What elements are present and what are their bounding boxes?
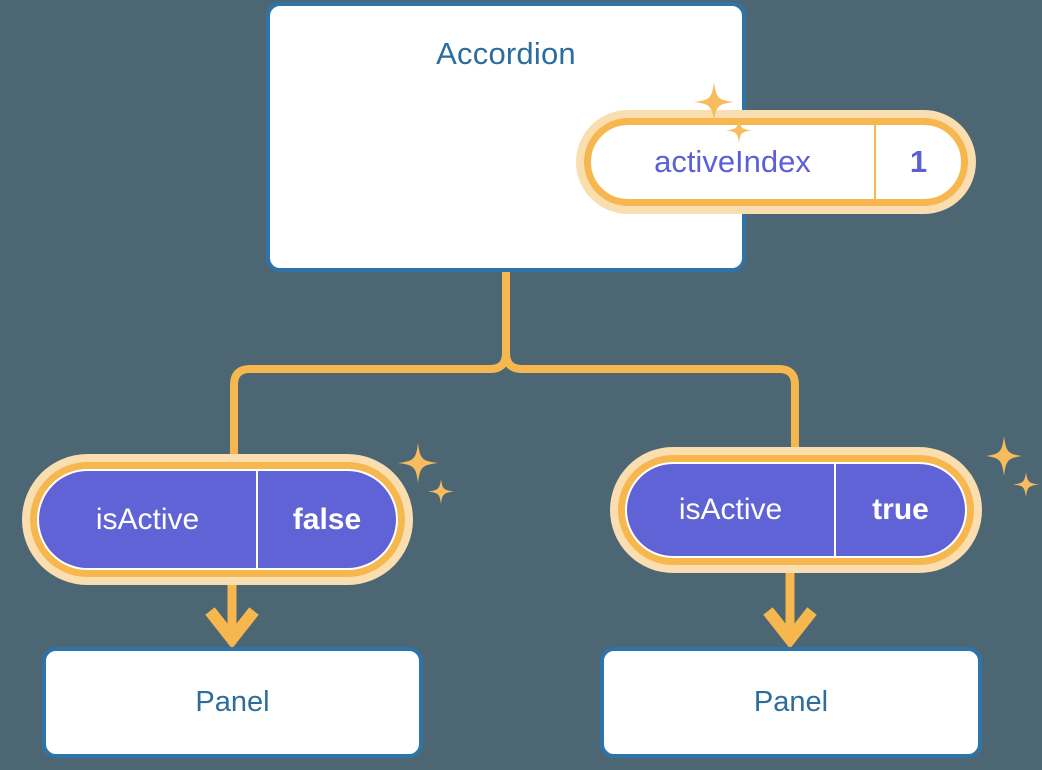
prop-pill-is-active-false[interactable]: isActive false — [30, 462, 405, 577]
state-value-label: 1 — [909, 144, 928, 179]
prop-key-label: isActive — [627, 464, 836, 556]
arrow-down-icon-right — [763, 565, 817, 649]
arrow-down-icon-left — [205, 577, 259, 649]
component-title-panel-right: Panel — [753, 686, 829, 718]
sparkle-icon-left — [398, 443, 454, 504]
connector-branch-right — [502, 352, 799, 455]
prop-key-label: isActive — [39, 471, 258, 568]
component-card-panel-left[interactable]: Panel — [42, 647, 423, 758]
state-key-label: activeIndex — [591, 125, 876, 199]
prop-value-label: false — [258, 471, 396, 568]
prop-pill-is-active-true[interactable]: isActive true — [618, 455, 974, 565]
connector-branch-left — [230, 352, 510, 462]
prop-value-label: true — [836, 464, 965, 556]
component-title-panel-left: Panel — [195, 686, 270, 718]
component-card-panel-right[interactable]: Panel — [600, 647, 982, 758]
component-title-accordion: Accordion — [436, 36, 576, 71]
component-card-accordion[interactable]: Accordion activeIndex 1 — [266, 2, 968, 272]
state-pill-active-index[interactable]: activeIndex 1 — [584, 118, 968, 206]
sparkle-icon-right — [986, 436, 1039, 497]
